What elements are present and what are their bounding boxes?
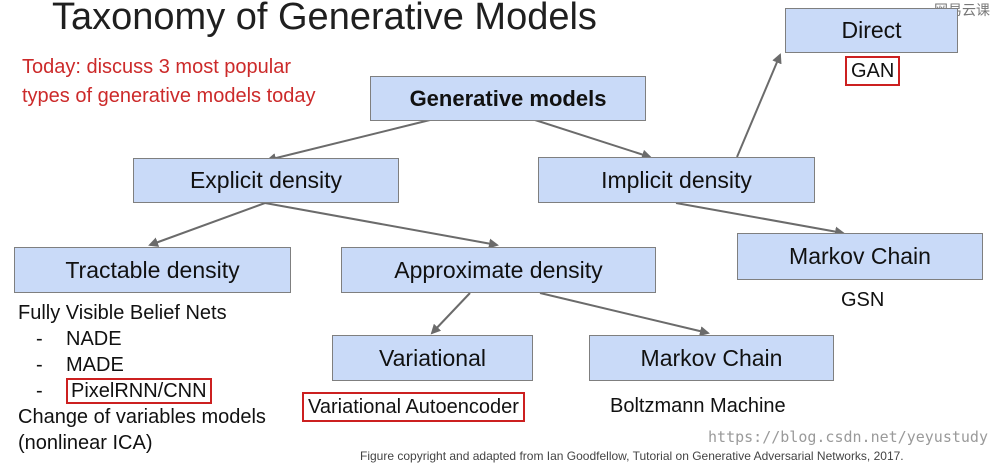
tractable-model-list: Fully Visible Belief Nets - NADE - MADE … bbox=[18, 300, 266, 456]
list-bullet: - bbox=[36, 328, 43, 350]
list-bullet: - bbox=[36, 354, 43, 376]
edge-explicit-approximate bbox=[264, 202, 499, 249]
node-generative-models: Generative models bbox=[370, 76, 646, 121]
node-direct: Direct bbox=[785, 8, 958, 53]
node-markov-chain-approx: Markov Chain bbox=[589, 335, 834, 381]
edge-root-explicit bbox=[266, 119, 431, 163]
list-extra-line: Change of variables models bbox=[18, 406, 266, 428]
list-item-text: MADE bbox=[66, 354, 124, 376]
list-heading: Fully Visible Belief Nets bbox=[18, 302, 227, 324]
gan-label: GAN bbox=[845, 56, 901, 86]
slide-title: Taxonomy of Generative Models bbox=[52, 0, 597, 38]
edge-implicit-direct bbox=[736, 53, 782, 158]
list-item: - NADE bbox=[18, 326, 266, 352]
node-approximate-density: Approximate density bbox=[341, 247, 656, 293]
node-implicit-density: Implicit density bbox=[538, 157, 815, 203]
node-tractable-density: Tractable density bbox=[14, 247, 291, 293]
list-item: - PixelRNN/CNN bbox=[18, 378, 266, 404]
list-item: - MADE bbox=[18, 352, 266, 378]
list-item-text-highlighted: PixelRNN/CNN bbox=[66, 378, 212, 404]
vae-label: Variational Autoencoder bbox=[302, 392, 525, 422]
boltzmann-label: Boltzmann Machine bbox=[610, 395, 786, 417]
figure-caption: Figure copyright and adapted from Ian Go… bbox=[360, 449, 904, 463]
list-bullet: - bbox=[36, 380, 43, 402]
edge-explicit-tractable bbox=[148, 202, 266, 247]
list-item-text: NADE bbox=[66, 328, 122, 350]
edge-implicit-markov bbox=[675, 202, 845, 237]
edge-approximate-variational bbox=[430, 292, 471, 335]
blog-watermark: https://blog.csdn.net/yeyustudy bbox=[708, 428, 988, 446]
node-markov-chain-implicit: Markov Chain bbox=[737, 233, 983, 280]
edge-root-implicit bbox=[534, 119, 652, 160]
edge-approximate-markov bbox=[539, 292, 710, 337]
node-variational: Variational bbox=[332, 335, 533, 381]
node-explicit-density: Explicit density bbox=[133, 158, 399, 203]
note-text: Today: discuss 3 most popular types of g… bbox=[22, 56, 316, 107]
gsn-label: GSN bbox=[841, 289, 885, 311]
list-extra-line: (nonlinear ICA) bbox=[18, 432, 153, 454]
